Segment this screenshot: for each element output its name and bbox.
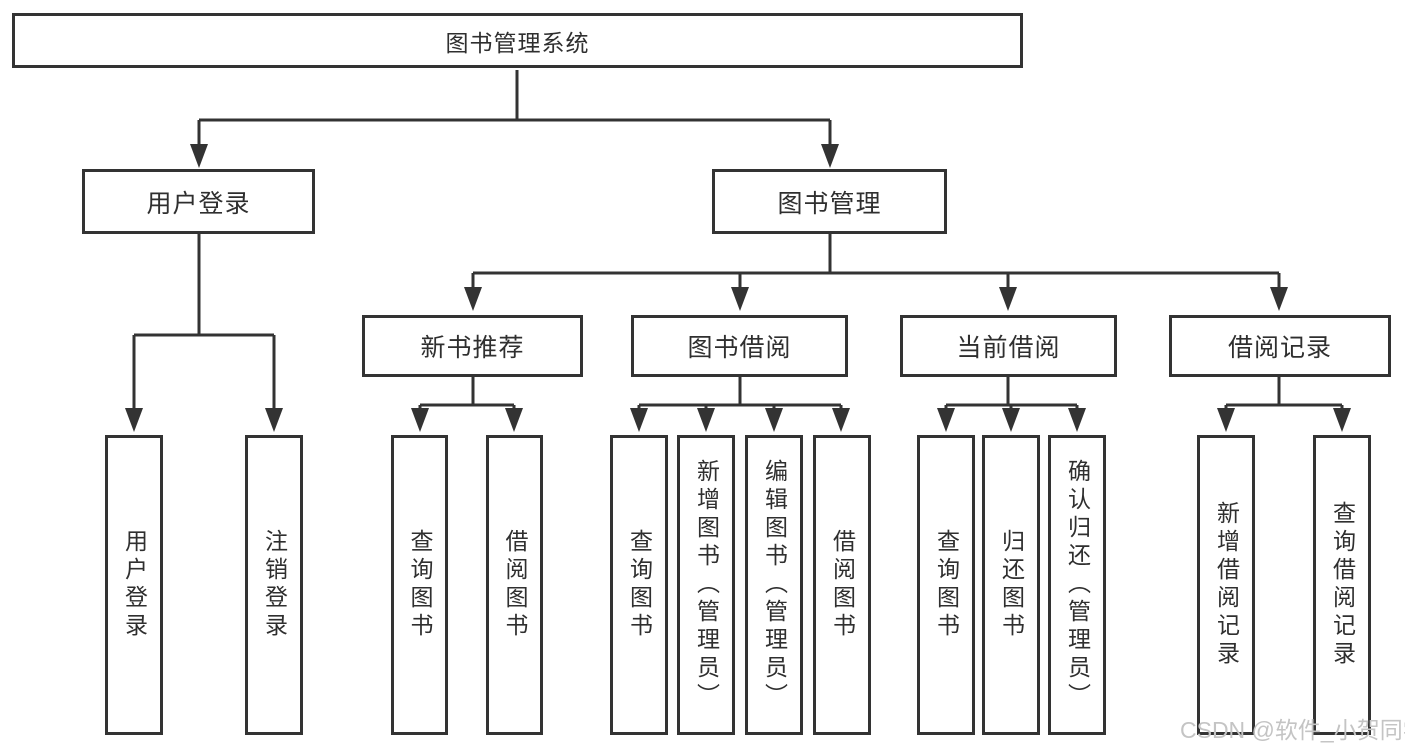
node-new-book-recommend: 新书推荐 [362, 315, 583, 377]
csdn-watermark: CSDN @软件_小贺同学 [1180, 717, 1405, 743]
leaf-label: 确认归还（管理员） [1064, 459, 1091, 711]
leaf-borrow-book: 借阅图书 [813, 435, 871, 735]
leaf-label: 用户登录 [121, 529, 148, 641]
leaf-label: 新增图书（管理员） [693, 459, 720, 711]
leaf-label: 查询图书 [933, 529, 960, 641]
leaf-label: 查询图书 [407, 529, 433, 641]
leaf-logout: 注销登录 [245, 435, 303, 735]
node-user-login: 用户登录 [82, 169, 315, 234]
connector-root-to-branches [190, 70, 839, 168]
connector-book-borrow-children [630, 377, 850, 432]
leaf-return-book: 归还图书 [982, 435, 1040, 735]
node-library-management-system: 图书管理系统 [12, 13, 1023, 68]
connector-user-login-children [125, 234, 283, 432]
leaf-query-book-current: 查询图书 [917, 435, 975, 735]
leaf-label: 归还图书 [998, 529, 1025, 641]
leaf-user-login: 用户登录 [105, 435, 163, 735]
node-current-borrow: 当前借阅 [900, 315, 1117, 377]
leaf-label: 借阅图书 [829, 529, 856, 641]
leaf-label: 新增借阅记录 [1213, 501, 1240, 669]
node-book-management: 图书管理 [712, 169, 947, 234]
leaf-edit-book-admin: 编辑图书（管理员） [745, 435, 803, 735]
connector-borrow-record-children [1217, 377, 1351, 432]
connector-book-management-children [464, 234, 1288, 311]
leaf-label: 查询图书 [626, 529, 653, 641]
leaf-query-book-recommend: 查询图书 [391, 435, 448, 735]
leaf-label: 查询借阅记录 [1329, 501, 1356, 669]
leaf-label: 借阅图书 [502, 529, 528, 641]
node-borrow-record: 借阅记录 [1169, 315, 1391, 377]
leaf-confirm-return-admin: 确认归还（管理员） [1048, 435, 1106, 735]
leaf-label: 编辑图书（管理员） [761, 459, 788, 711]
connector-current-borrow-children [937, 377, 1086, 432]
leaf-label: 注销登录 [261, 529, 288, 641]
connector-new-book-recommend-children [411, 377, 523, 432]
node-book-borrow: 图书借阅 [631, 315, 848, 377]
leaf-add-book-admin: 新增图书（管理员） [677, 435, 735, 735]
leaf-borrow-book-recommend: 借阅图书 [486, 435, 543, 735]
leaf-add-borrow-record: 新增借阅记录 [1197, 435, 1255, 735]
leaf-query-borrow-record: 查询借阅记录 [1313, 435, 1371, 735]
leaf-query-book-borrow: 查询图书 [610, 435, 668, 735]
